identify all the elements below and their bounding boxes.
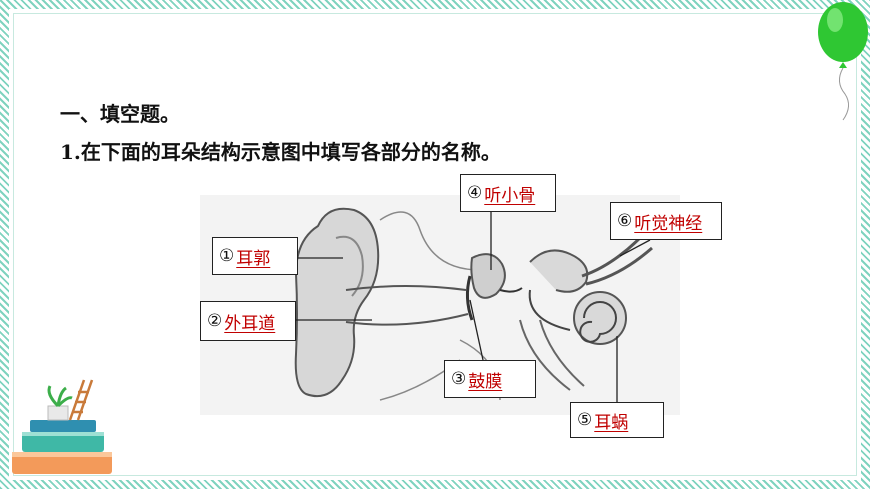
question-text: 1.在下面的耳朵结构示意图中填写各部分的名称。	[60, 140, 501, 164]
label-number: ④	[467, 183, 483, 203]
leader-lines	[294, 212, 651, 402]
label-box-5: ⑤ 耳蜗	[570, 402, 664, 438]
section-title: 一、填空题。	[60, 102, 180, 126]
label-box-4: ④ 听小骨	[460, 174, 556, 212]
leader-line-3	[469, 299, 484, 361]
ear-illustration	[200, 195, 680, 415]
label-answer: 听觉神经	[634, 213, 703, 234]
label-box-6: ⑥ 听觉神经	[610, 202, 722, 240]
label-box-2: ② 外耳道	[200, 301, 296, 341]
label-number: ①	[219, 246, 235, 266]
leader-line-6	[619, 239, 651, 257]
inner-border-line	[13, 13, 857, 476]
label-answer: 耳蜗	[594, 412, 629, 433]
label-number: ②	[207, 311, 223, 331]
label-box-3: ③ 鼓膜	[444, 360, 536, 398]
balloon-icon	[818, 2, 868, 121]
label-number: ③	[451, 369, 467, 389]
label-number: ⑥	[617, 211, 633, 231]
label-answer: 外耳道	[224, 313, 276, 334]
label-answer: 耳郭	[236, 248, 271, 269]
label-answer: 听小骨	[484, 185, 536, 206]
label-box-1: ① 耳郭	[212, 237, 298, 275]
label-number: ⑤	[577, 410, 593, 430]
label-answer: 鼓膜	[468, 371, 503, 392]
books-plant-icon	[12, 379, 112, 474]
